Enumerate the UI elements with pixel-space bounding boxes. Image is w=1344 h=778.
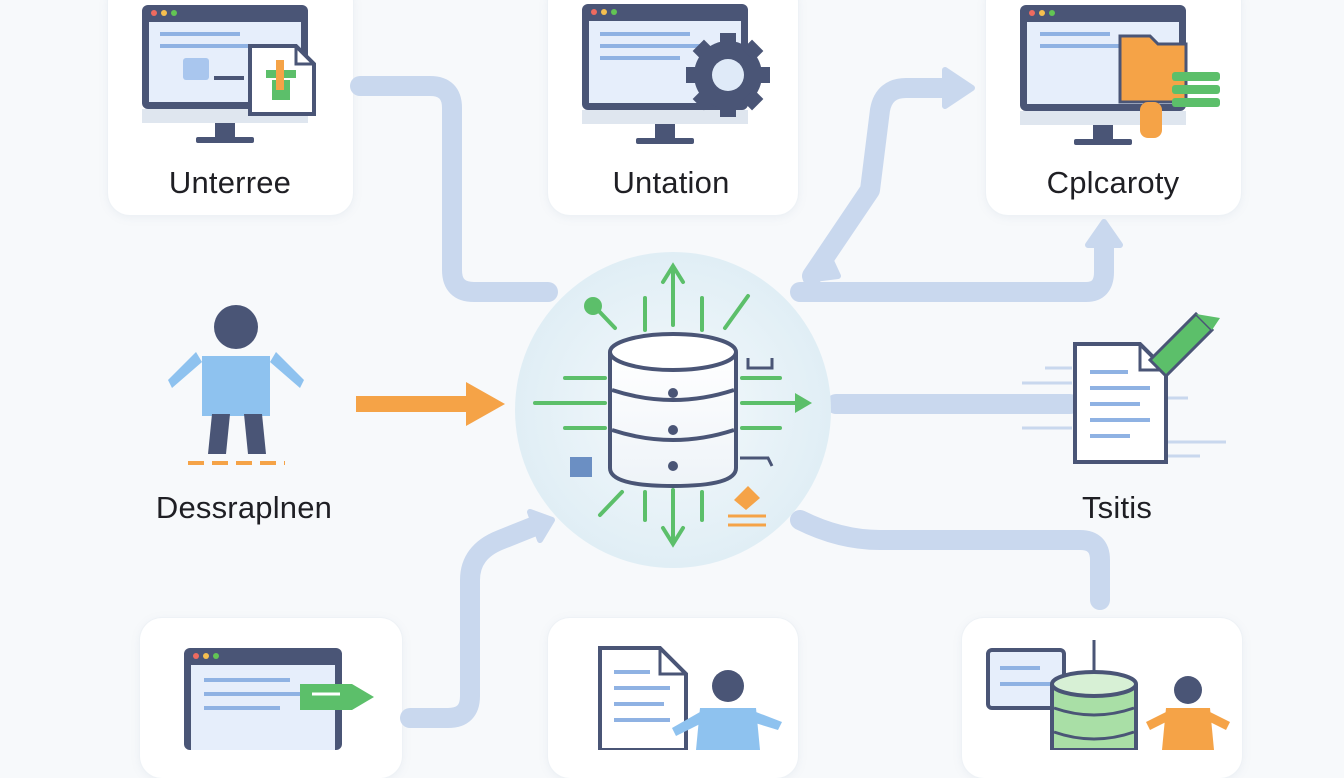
document-person-icon — [598, 646, 782, 750]
monitor-gear-icon — [582, 4, 770, 144]
label-middle-left: Dessraplnen — [155, 490, 333, 525]
monitor-arrow-icon — [184, 648, 374, 750]
connector-top-right-arrowhead — [942, 67, 975, 109]
connector-top-left — [350, 76, 558, 302]
flow-connectors — [350, 67, 1123, 728]
connector-bottom-left-head — [527, 509, 555, 543]
document-pen-icon — [1022, 311, 1226, 464]
input-arrow — [356, 382, 505, 426]
connector-bottom-left — [400, 514, 550, 728]
connector-top-right-up — [802, 78, 955, 286]
monitor-folder-icon — [1020, 5, 1220, 145]
connector-top-right-inbound-head — [803, 247, 841, 283]
connector-top-right-return-head — [1085, 219, 1123, 248]
label-top-left: Unterree — [168, 165, 292, 200]
gear-icon — [686, 33, 770, 117]
label-middle-right: Tsitis — [1081, 490, 1153, 525]
connector-bottom-right — [790, 510, 1110, 610]
monitor-document-icon — [142, 5, 316, 143]
label-top-right: Cplcaroty — [1046, 165, 1180, 200]
connector-top-right-return — [790, 235, 1114, 302]
database-icon — [608, 332, 738, 489]
label-top-center: Untation — [612, 165, 730, 200]
diagram-canvas — [142, 4, 1230, 750]
person-icon — [168, 305, 304, 465]
database-person-icon — [986, 640, 1230, 750]
